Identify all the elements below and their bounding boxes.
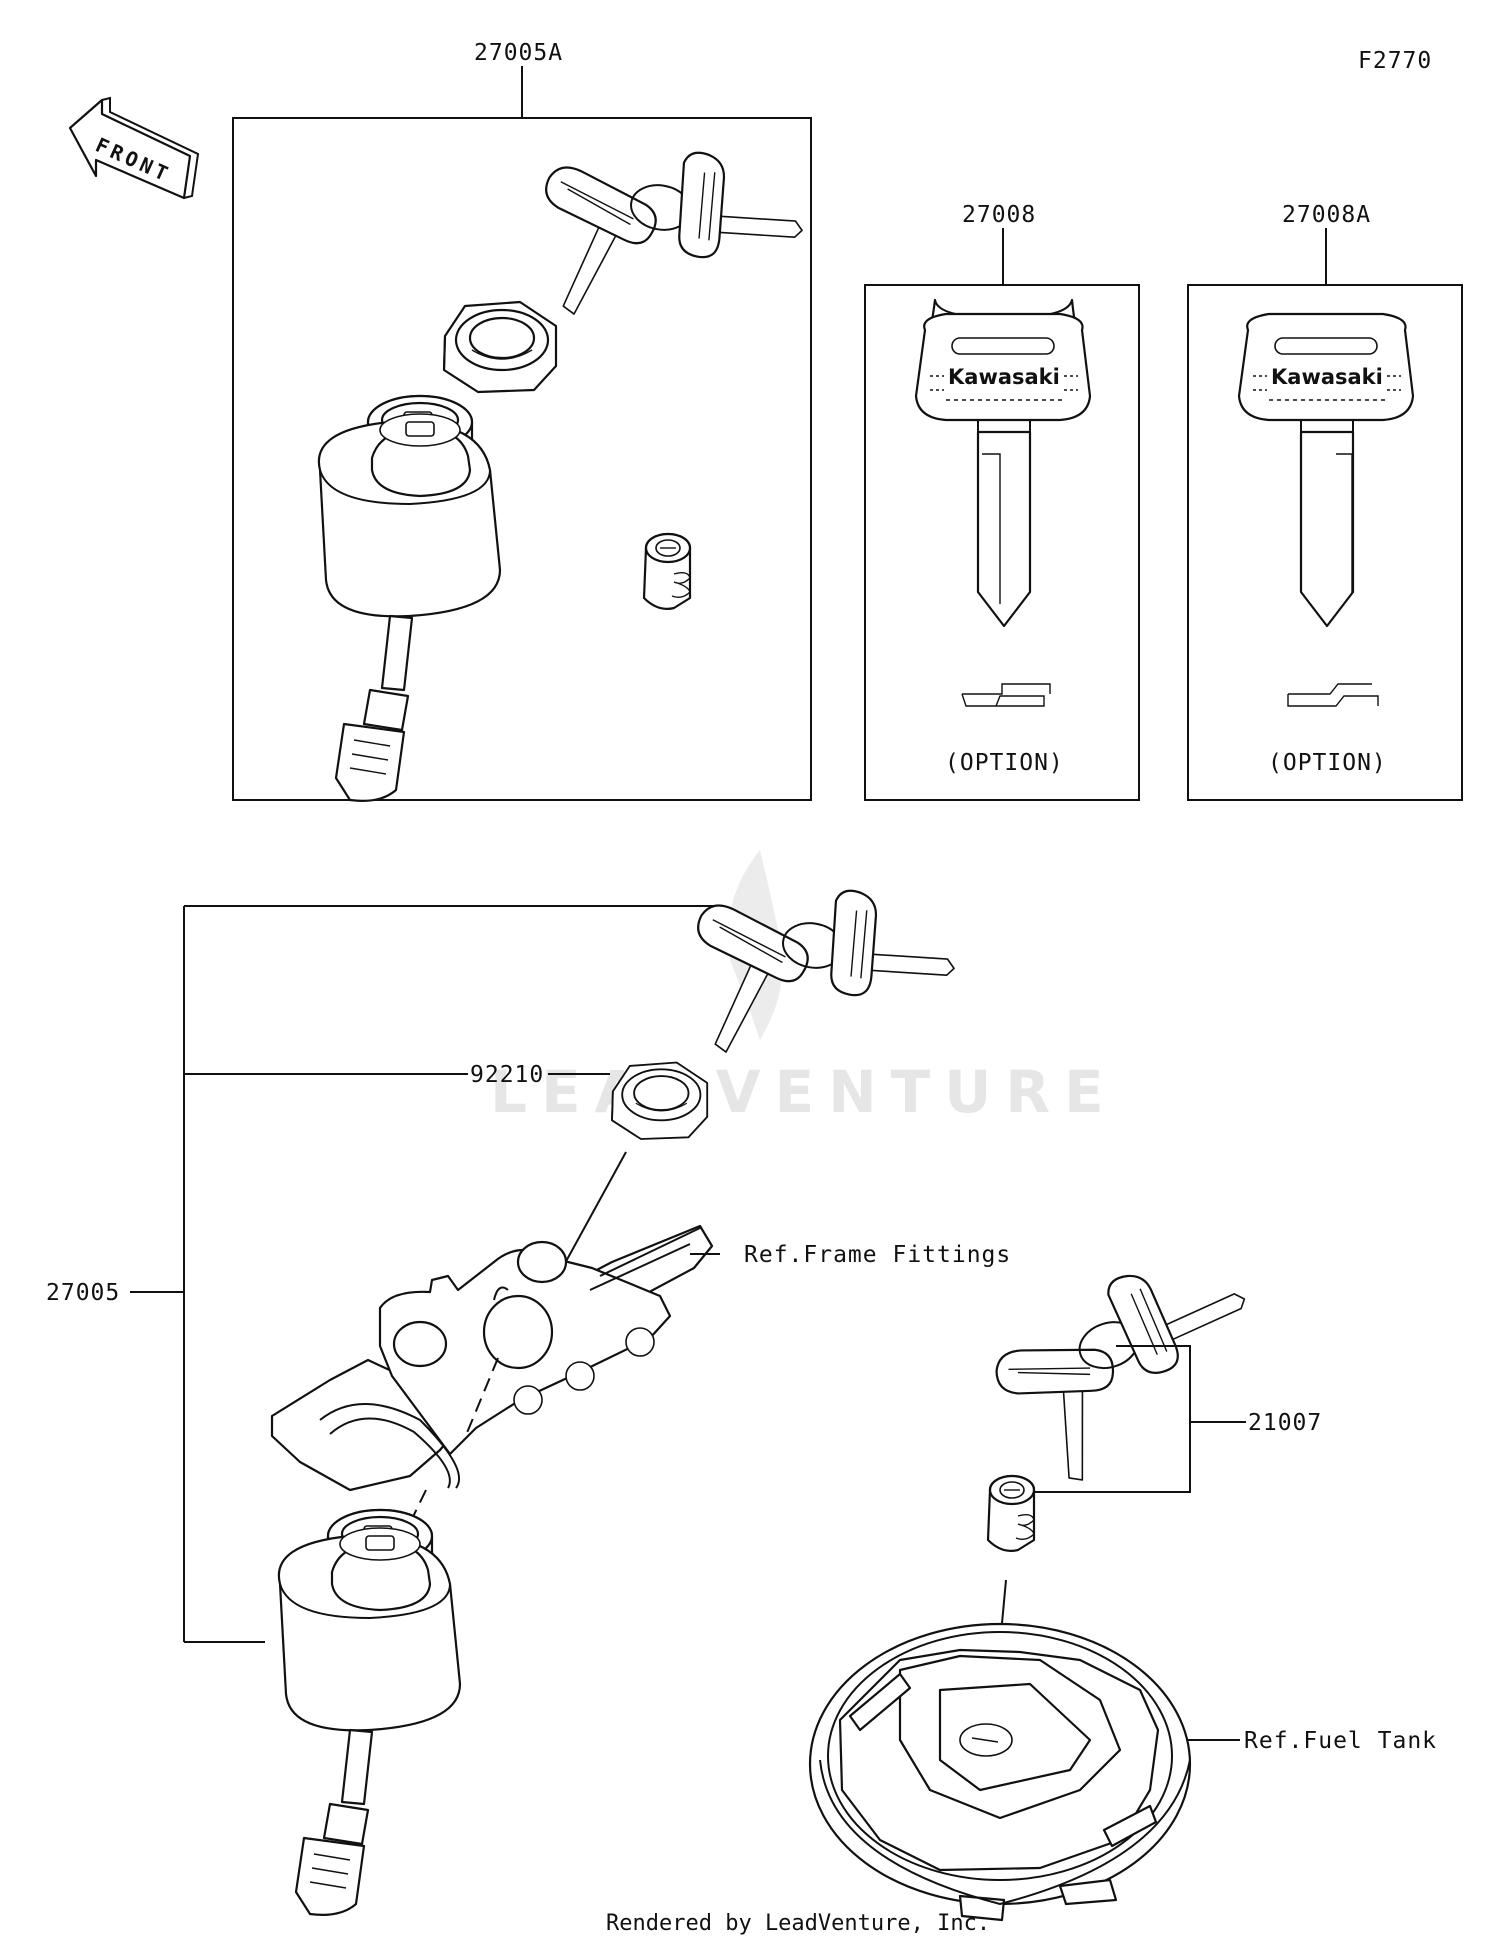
ref-frame-fittings-label: Ref.Frame Fittings bbox=[744, 1242, 1011, 1268]
key-set-lower-icon bbox=[676, 864, 966, 1090]
frame-fitting-icon bbox=[270, 1224, 714, 1492]
ref-fuel-tank-label: Ref.Fuel Tank bbox=[1244, 1728, 1437, 1754]
key-brand-label-a: Kawasaki bbox=[1271, 365, 1383, 389]
key-brand-label: Kawasaki bbox=[948, 365, 1060, 389]
part-label-27005A: 27005A bbox=[474, 40, 563, 66]
watermark-text: LEADVENTURE bbox=[490, 1058, 1118, 1126]
part-label-27008: 27008 bbox=[962, 202, 1036, 228]
watermark: LEADVENTURE bbox=[490, 850, 1118, 1126]
option-label-27008A: (OPTION) bbox=[1268, 750, 1387, 776]
part-label-27005: 27005 bbox=[46, 1280, 120, 1306]
box-27008A bbox=[1187, 284, 1463, 801]
option-label-27008: (OPTION) bbox=[945, 750, 1064, 776]
nut-icon bbox=[442, 300, 558, 394]
part-27005-group: 27005 92210 Ref.Frame Fittings bbox=[46, 864, 1011, 1916]
part-label-92210: 92210 bbox=[470, 1062, 544, 1088]
blank-key-a-icon: Kawasaki bbox=[1237, 312, 1415, 707]
box-27005A bbox=[232, 117, 812, 801]
ignition-switch-icon bbox=[317, 394, 502, 802]
footer-credit: Rendered by LeadVenture, Inc. bbox=[606, 1911, 990, 1936]
key-set-21007-icon bbox=[978, 1242, 1284, 1497]
lock-cylinder-icon bbox=[642, 532, 692, 610]
figure-code: F2770 bbox=[1358, 48, 1432, 74]
box-27008 bbox=[864, 284, 1140, 801]
part-27008-group: 27008 Kawasaki (OPTION) bbox=[864, 202, 1140, 801]
nut-92210-icon bbox=[611, 1061, 709, 1140]
fuel-cap-icon bbox=[808, 1622, 1192, 1922]
blank-key-icon: Kawasaki bbox=[914, 298, 1092, 707]
part-27008A-group: 27008A Kawasaki (OPTION) bbox=[1187, 202, 1463, 801]
part-label-27008A: 27008A bbox=[1282, 202, 1371, 228]
lock-cylinder-21007-icon bbox=[986, 1474, 1036, 1552]
key-set-icon bbox=[524, 126, 814, 352]
ignition-switch-lower-icon bbox=[277, 1508, 462, 1916]
part-27005A-group: 27005A bbox=[232, 40, 814, 802]
front-arrow-icon: FRONT bbox=[68, 96, 200, 200]
part-label-21007: 21007 bbox=[1248, 1410, 1322, 1436]
